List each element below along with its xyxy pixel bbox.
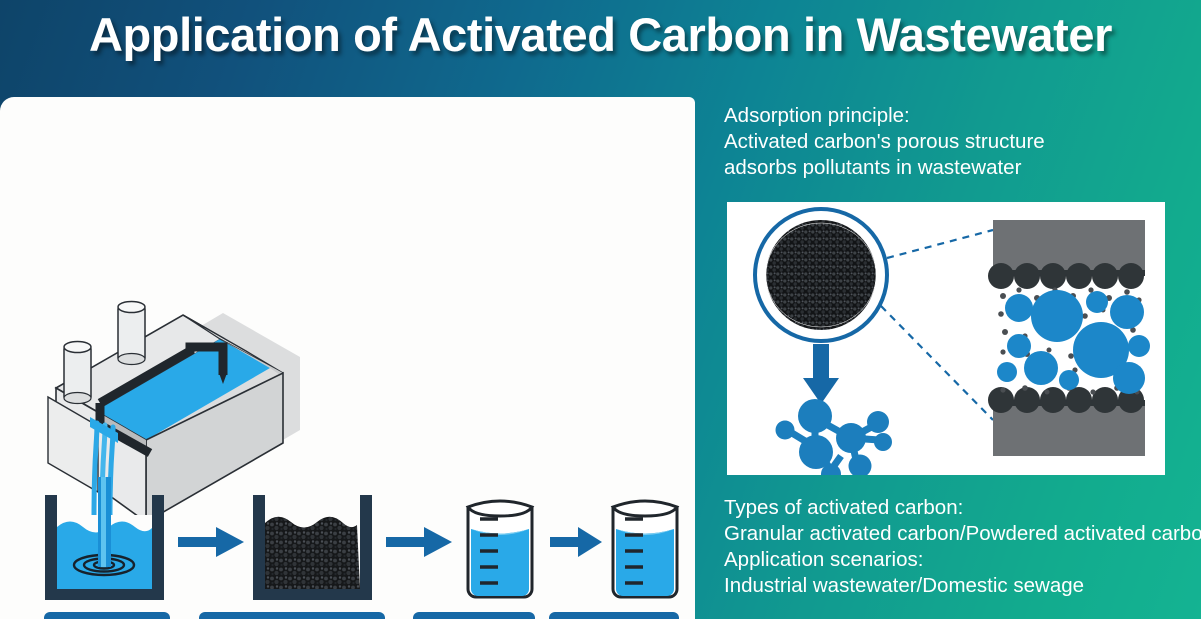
- porous-structure-cross-section: [988, 220, 1150, 456]
- flow-arrow: [550, 527, 602, 557]
- adsorption-info-panel: Adsorption principle: Activated carbon's…: [695, 97, 1201, 619]
- header-banner: Application of Activated Carbon in Waste…: [0, 0, 1201, 97]
- step-label-activated-carbon-adsorption[interactable]: Activated CarbonAdsorption: [199, 612, 385, 619]
- types-line-1: Granular activated carbon/Powdered activ…: [724, 522, 1201, 545]
- step-label-wastewater-input[interactable]: WastewaterInput: [44, 612, 170, 619]
- down-arrow: [803, 344, 839, 404]
- activated-carbon-closeup: [753, 207, 889, 343]
- page-title: Application of Activated Carbon in Waste…: [88, 8, 1113, 61]
- vessel-dispersion-beaker: [465, 499, 535, 599]
- molecule-nodes: [775, 399, 892, 484]
- adsorption-diagram-card: [727, 202, 1165, 484]
- adsorption-principle-line-2: adsorbs pollutants in wastewater: [724, 156, 1022, 179]
- adsorption-principle-text: Adsorption principle: Activated carbon's…: [724, 103, 1045, 181]
- types-and-scenarios-text: Types of activated carbon: Granular acti…: [724, 495, 1201, 599]
- flow-arrow: [386, 527, 452, 557]
- process-flow-panel: WastewaterInput Activated CarbonAdsorpti…: [0, 97, 695, 619]
- adsorption-principle-line-1: Activated carbon's porous structure: [724, 130, 1045, 153]
- flow-arrow: [178, 527, 244, 557]
- step-label-dispersion[interactable]: Dispersion: [413, 612, 535, 619]
- vessel-wastewater-input: [45, 447, 164, 600]
- pollutant-particles: [997, 290, 1150, 394]
- types-line-0: Types of activated carbon:: [724, 496, 964, 519]
- vessel-clean-water-beaker: [610, 499, 680, 599]
- step-label-clean-water-discharge[interactable]: Clean WaterDischarge: [549, 612, 679, 619]
- process-flow-row: [0, 447, 695, 607]
- callout-line-bottom: [880, 305, 994, 421]
- callout-line-top: [886, 228, 994, 260]
- adsorption-principle-line-0: Adsorption principle:: [724, 104, 910, 127]
- vessel-activated-carbon: [253, 495, 372, 600]
- types-line-3: Industrial wastewater/Domestic sewage: [724, 574, 1085, 597]
- types-line-2: Application scenarios:: [724, 548, 924, 571]
- wastewater-treatment-tank: [38, 285, 358, 524]
